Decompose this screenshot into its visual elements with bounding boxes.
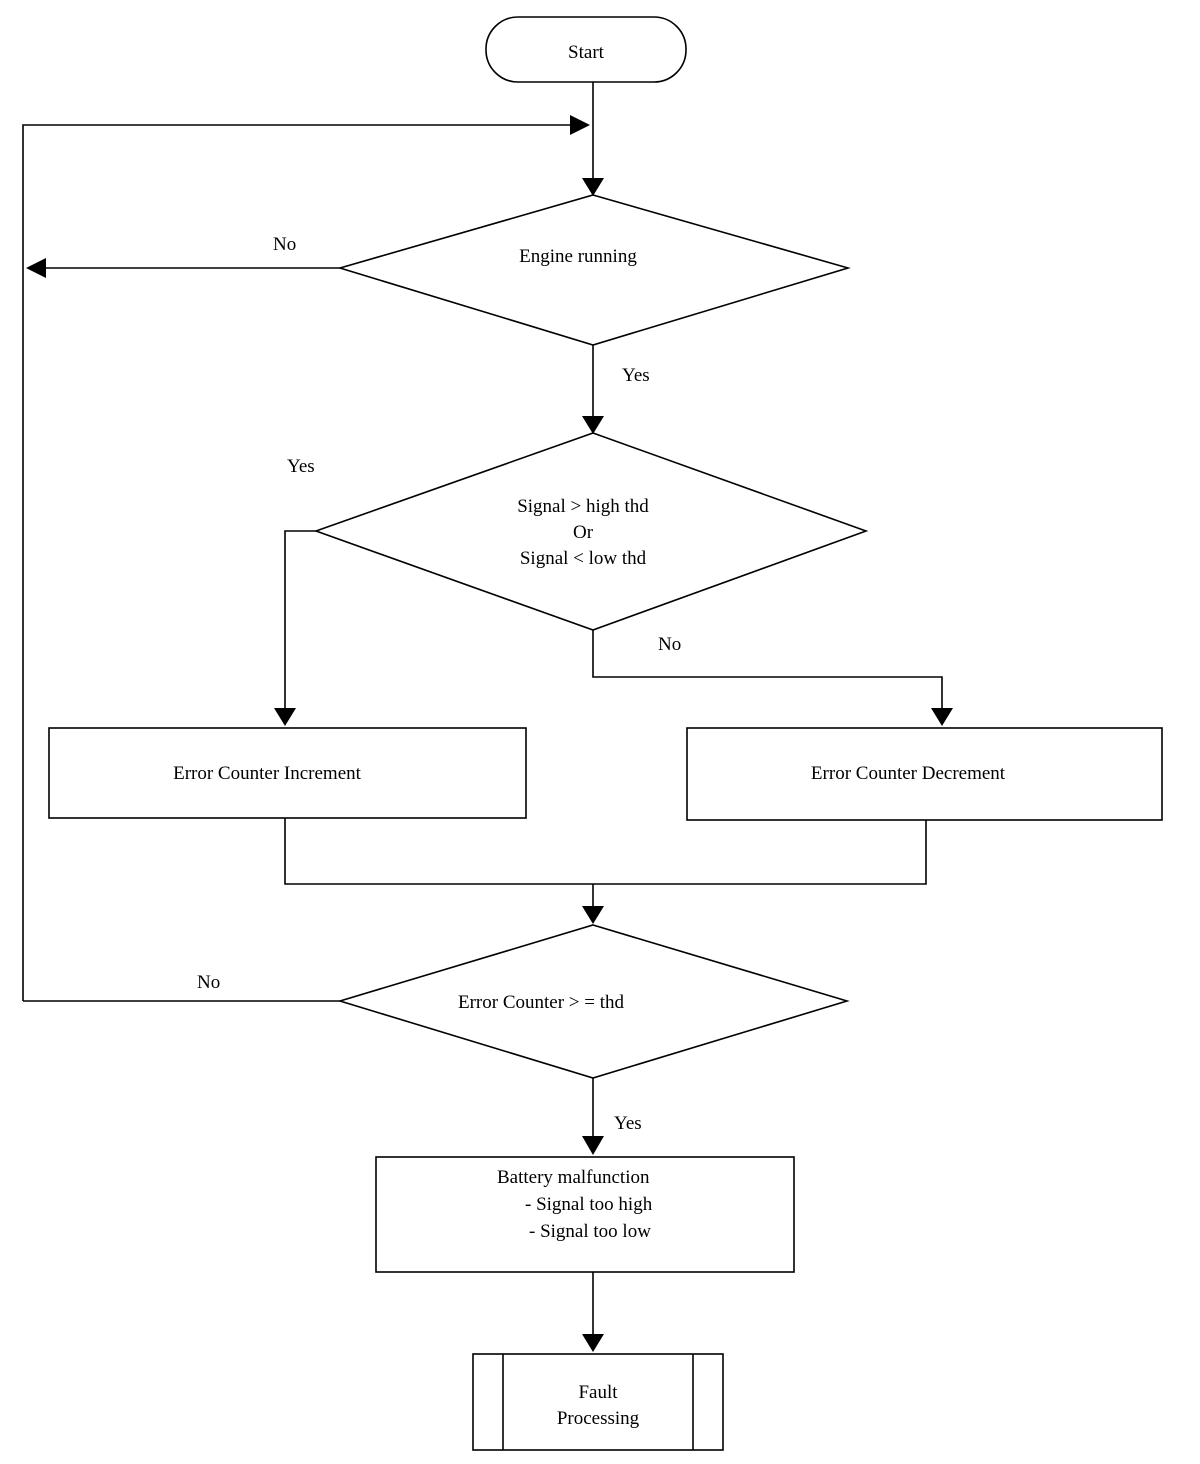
signal-check-label: Signal > high thd Or Signal < low thd xyxy=(483,494,683,572)
arrowhead-down xyxy=(582,1334,604,1352)
decrement-process xyxy=(686,727,1163,821)
arrowhead-down xyxy=(582,1136,604,1155)
engine-yes-label: Yes xyxy=(622,365,650,386)
arrowhead-right xyxy=(570,115,590,135)
arrowhead-down xyxy=(931,708,953,726)
fault-processing-subroutine xyxy=(472,1353,724,1451)
fault-line-1: Fault xyxy=(578,1382,618,1403)
arrowhead-down xyxy=(274,708,296,726)
increment-label: Error Counter Increment xyxy=(173,763,361,784)
start-terminal xyxy=(485,16,687,83)
decrement-label: Error Counter Decrement xyxy=(810,763,1006,784)
arrowhead-down xyxy=(582,416,604,434)
malfunction-process xyxy=(375,1156,795,1273)
edge-increment-merge xyxy=(284,818,927,885)
engine-running-decision xyxy=(337,194,851,346)
signal-yes-label: Yes xyxy=(287,456,315,477)
fault-line-2: Processing xyxy=(556,1408,640,1429)
counter-yes-label: Yes xyxy=(614,1113,642,1134)
signal-no-label: No xyxy=(658,634,682,655)
edge-signal-yes xyxy=(284,530,316,710)
signal-check-line-3: Signal < low thd xyxy=(519,548,647,569)
edge-signal-no xyxy=(592,630,943,710)
arrowhead-left xyxy=(26,258,46,278)
fault-label: Fault Processing xyxy=(503,1380,693,1432)
arrowhead-down xyxy=(582,178,604,196)
malfunction-line-2: - Signal too high xyxy=(525,1194,653,1215)
counter-no-label: No xyxy=(197,972,221,993)
edge-loop-back xyxy=(22,124,572,1001)
malfunction-line-1: Battery malfunction xyxy=(497,1167,650,1188)
increment-process xyxy=(48,727,527,819)
signal-check-line-2: Or xyxy=(572,522,594,543)
counter-check-label: Error Counter > = thd xyxy=(457,992,625,1013)
start-label: Start xyxy=(568,42,604,63)
engine-no-label: No xyxy=(273,234,297,255)
arrowhead-down xyxy=(582,906,604,924)
malfunction-label: Battery malfunction - Signal too high - … xyxy=(497,1164,652,1245)
engine-running-label: Engine running xyxy=(519,246,637,267)
signal-check-line-1: Signal > high thd xyxy=(517,496,649,517)
malfunction-line-3: - Signal too low xyxy=(529,1221,651,1242)
